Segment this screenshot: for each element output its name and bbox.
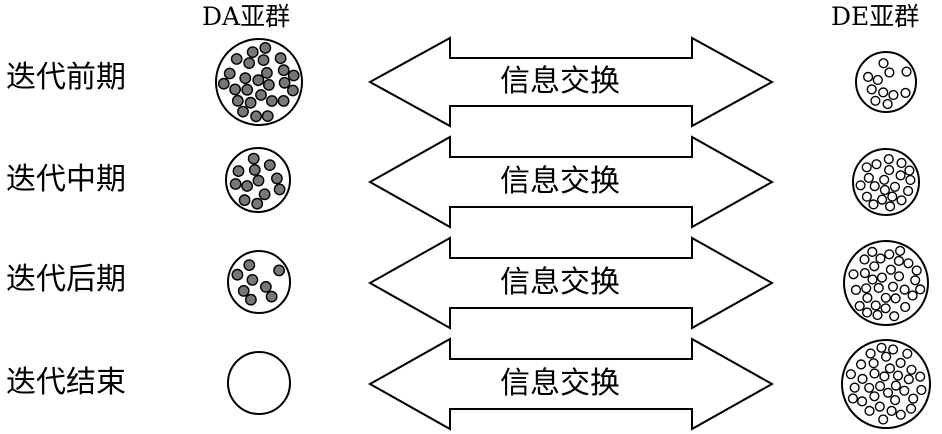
double-arrow-icon [367, 36, 775, 128]
de-population-icon [852, 148, 920, 216]
exchange-label: 信息交换 [500, 164, 620, 199]
double-arrow-icon [367, 135, 775, 229]
exchange-label: 信息交换 [500, 64, 620, 99]
da-population-icon [227, 351, 291, 415]
stage-label-late: 迭代后期 [6, 262, 126, 297]
exchange-label: 信息交换 [500, 265, 620, 300]
stage-label-middle: 迭代中期 [6, 162, 126, 197]
double-arrow-icon [367, 236, 775, 330]
exchange-label: 信息交换 [500, 366, 620, 401]
da-population-icon [225, 147, 291, 213]
double-arrow-icon [367, 337, 775, 431]
stage-label-early: 迭代前期 [6, 60, 126, 95]
de-population-icon [843, 240, 929, 326]
da-subpopulation-header: DA亚群 [202, 2, 291, 31]
stage-label-end: 迭代结束 [6, 365, 126, 400]
de-subpopulation-header: DE亚群 [831, 2, 920, 31]
de-population-icon [855, 51, 917, 113]
da-population-icon [227, 250, 291, 314]
de-population-icon [841, 339, 931, 429]
da-population-icon [215, 38, 303, 126]
